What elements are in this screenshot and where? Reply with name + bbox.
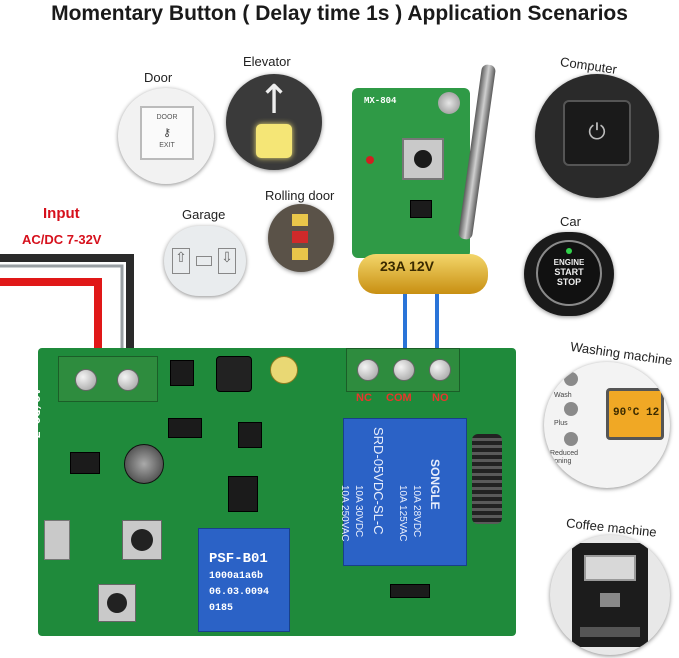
coffee-tray bbox=[580, 627, 640, 637]
elevator-scenario: ↑ bbox=[226, 74, 322, 170]
diode-bottom bbox=[390, 584, 430, 598]
input-wire-black bbox=[0, 254, 134, 350]
elevator-button bbox=[256, 124, 292, 158]
exit-button-plate: DOOR ⚷ EXIT bbox=[140, 106, 194, 160]
engine-text: ENGINE bbox=[553, 258, 585, 267]
reset-button bbox=[122, 520, 162, 560]
output-terminal-block bbox=[346, 348, 460, 392]
input-screw-2 bbox=[117, 369, 139, 391]
module-label-1: PSF-B01 bbox=[209, 551, 268, 567]
input-terminal-block bbox=[58, 356, 158, 402]
key-icon: ⚷ bbox=[162, 127, 172, 139]
door-label: Door bbox=[144, 70, 173, 85]
module-label-4: 0185 bbox=[209, 603, 234, 614]
relay-model: SRD-05VDC-SL-C bbox=[371, 427, 386, 535]
regulator-chip bbox=[170, 360, 194, 386]
input-wire-gray bbox=[0, 264, 124, 350]
module-label-2: 1000a1a6b bbox=[209, 571, 264, 582]
relay-rating-3: 10A 125VAC bbox=[397, 485, 408, 542]
remote-chip bbox=[410, 200, 432, 218]
input-wire-red bbox=[0, 278, 102, 352]
ironing-label: Ironing bbox=[550, 458, 572, 465]
input-label: Input bbox=[43, 205, 80, 222]
board-side-label: AC/DC 7 bbox=[28, 388, 42, 439]
capacitor-large bbox=[124, 444, 164, 484]
computer-power-button: ⏻ bbox=[563, 100, 631, 166]
start-text: START bbox=[554, 267, 584, 277]
rolling-btn-down bbox=[292, 248, 308, 260]
wifi-module: PSF-B01 1000a1a6b 06.03.0094 0185 bbox=[198, 528, 290, 632]
remote-coin bbox=[438, 92, 460, 114]
relay-brand: SONGLE bbox=[428, 459, 442, 510]
car-power-led bbox=[566, 248, 572, 254]
remote-push-button bbox=[402, 138, 444, 180]
terminal-no-label: NO bbox=[432, 392, 449, 404]
rf-coil bbox=[472, 434, 502, 524]
coffee-spout bbox=[600, 593, 620, 607]
ic-chip-1 bbox=[238, 422, 262, 448]
computer-scenario: ⏻ bbox=[535, 74, 659, 198]
input-voltage-label: AC/DC 7-32V bbox=[22, 232, 102, 247]
battery-label: 23A 12V bbox=[380, 258, 434, 274]
terminal-com-label: COM bbox=[386, 392, 412, 404]
relay-rating-1: 10A 250VAC bbox=[339, 485, 350, 542]
remote-battery: 23A 12V bbox=[358, 254, 488, 294]
garage-scenario: ⇧ ⇩ bbox=[164, 226, 246, 296]
relay-rating-4: 10A 28VDC bbox=[411, 485, 422, 538]
pair-button bbox=[98, 584, 136, 622]
usb-port bbox=[44, 520, 70, 560]
inductor bbox=[216, 356, 252, 392]
door-sign-bottom: EXIT bbox=[159, 142, 175, 149]
remote-model-label: MX-804 bbox=[364, 96, 397, 106]
remote-control-board: MX-804 bbox=[352, 88, 470, 258]
washing-machine-scenario: Wash Plus Reduced Ironing 90°C 12 bbox=[544, 362, 670, 488]
rolling-btn-up bbox=[292, 214, 308, 226]
ic-chip-2 bbox=[228, 476, 258, 512]
plus-label: Plus bbox=[554, 420, 568, 427]
power-icon: ⏻ bbox=[588, 120, 606, 145]
garage-up-icon: ⇧ bbox=[172, 248, 190, 274]
module-label-3: 06.03.0094 bbox=[209, 587, 270, 598]
capacitor-small bbox=[270, 356, 298, 384]
page-title: Momentary Button ( Delay time 1s ) Appli… bbox=[51, 2, 628, 25]
garage-down-icon: ⇩ bbox=[218, 248, 236, 274]
elevator-label: Elevator bbox=[243, 54, 291, 69]
wash-label: Wash bbox=[554, 392, 572, 399]
rolling-door-label: Rolling door bbox=[265, 188, 335, 203]
remote-led bbox=[366, 156, 374, 164]
engine-start-button: ENGINE START STOP bbox=[536, 240, 602, 306]
nc-screw bbox=[357, 359, 379, 381]
coffee-machine-body bbox=[572, 543, 648, 647]
wash-button-1 bbox=[564, 372, 578, 386]
wash-display: 90°C 12 bbox=[606, 388, 664, 440]
car-scenario: ENGINE START STOP bbox=[524, 232, 614, 316]
transistor bbox=[168, 418, 202, 438]
input-screw-1 bbox=[75, 369, 97, 391]
door-sign-top: DOOR bbox=[156, 114, 178, 121]
relay-rating-2: 10A 30VDC bbox=[353, 485, 364, 538]
door-scenario: DOOR ⚷ EXIT bbox=[118, 88, 214, 184]
stop-text: STOP bbox=[556, 277, 582, 287]
rolling-btn-stop bbox=[292, 231, 308, 243]
relay: 10A 250VAC 10A 30VDC SRD-05VDC-SL-C 10A … bbox=[339, 418, 467, 566]
coffee-machine-scenario bbox=[550, 535, 670, 655]
no-screw bbox=[429, 359, 451, 381]
wash-button-2 bbox=[564, 402, 578, 416]
terminal-nc-label: NC bbox=[356, 392, 372, 404]
up-arrow-icon: ↑ bbox=[257, 77, 291, 123]
garage-label: Garage bbox=[182, 207, 226, 222]
reduced-label: Reduced bbox=[550, 450, 579, 457]
garage-stop-icon bbox=[196, 256, 212, 266]
com-screw bbox=[393, 359, 415, 381]
wash-display-text: 90°C 12 bbox=[613, 407, 660, 419]
diode-chip bbox=[70, 452, 100, 474]
car-label: Car bbox=[560, 214, 581, 229]
rolling-door-scenario bbox=[268, 204, 334, 272]
wash-button-3 bbox=[564, 432, 578, 446]
coffee-display bbox=[584, 555, 636, 581]
